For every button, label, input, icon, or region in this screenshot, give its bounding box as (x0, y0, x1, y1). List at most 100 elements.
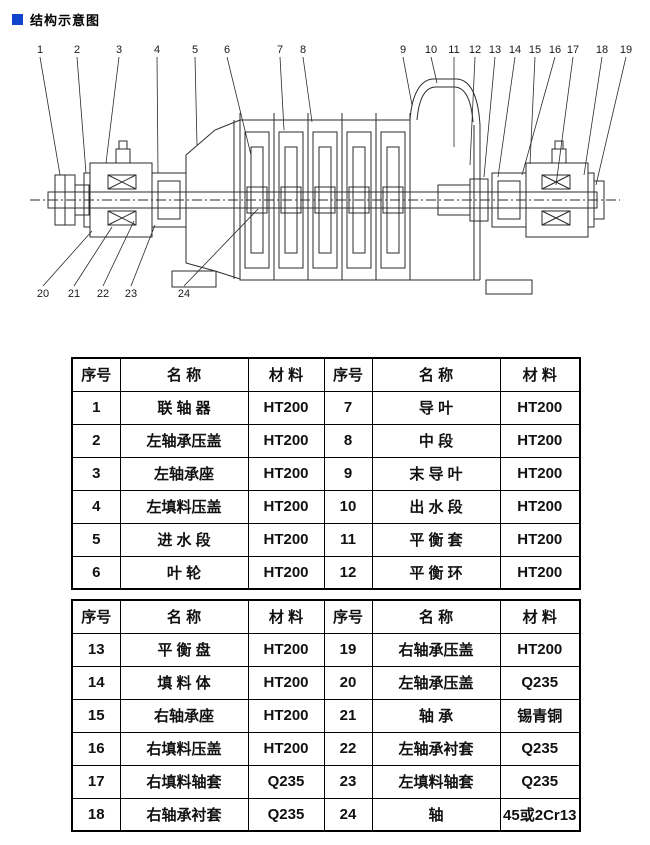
column-header: 序号 (323, 599, 373, 634)
part-number-label: 4 (154, 44, 160, 56)
part-name: 左轴承压盖 (371, 665, 501, 700)
part-number: 7 (323, 390, 373, 425)
part-number-label: 6 (224, 44, 230, 56)
material: HT200 (247, 522, 325, 557)
pump-diagram-svg: 1 2 3 4 5 6 7 8 9 10 11 12 13 14 15 16 1… (30, 44, 632, 300)
part-number-label: 8 (300, 44, 306, 56)
part-number: 4 (71, 489, 121, 524)
part-number-label: 21 (68, 288, 80, 300)
material: Q235 (247, 764, 325, 799)
part-name: 轴 承 (371, 698, 501, 733)
left-bearing-housing (83, 140, 153, 238)
part-number-label: 22 (97, 288, 109, 300)
pump-cross-section-diagram: 1 2 3 4 5 6 7 8 9 10 11 12 13 14 15 16 1… (0, 35, 650, 307)
column-header: 材 料 (247, 599, 325, 634)
column-header: 名 称 (371, 599, 501, 634)
part-name: 右填料轴套 (119, 764, 249, 799)
part-name: 填 料 体 (119, 665, 249, 700)
header-row: 序号名 称材 料序号名 称材 料 (71, 599, 581, 634)
material: 45或2Cr13 (499, 797, 581, 832)
part-name: 叶 轮 (119, 555, 249, 590)
part-name: 左轴承压盖 (119, 423, 249, 458)
column-header: 名 称 (119, 599, 249, 634)
part-number: 14 (71, 665, 121, 700)
part-number-label: 1 (37, 44, 43, 56)
material: HT200 (499, 390, 581, 425)
part-number-label: 16 (549, 44, 561, 56)
leader-lines (39, 56, 627, 287)
part-number-label: 13 (489, 44, 501, 56)
part-number-label: 5 (192, 44, 198, 56)
shaft (47, 191, 598, 209)
part-number: 3 (71, 456, 121, 491)
stage-modules (239, 113, 411, 281)
part-name: 左填料轴套 (371, 764, 501, 799)
part-name: 进 水 段 (119, 522, 249, 557)
column-header: 名 称 (119, 357, 249, 392)
part-number: 19 (323, 632, 373, 667)
part-number-label: 11 (448, 44, 459, 56)
part-number: 16 (71, 731, 121, 766)
part-number-label: 9 (400, 44, 406, 56)
part-number-label: 14 (509, 44, 521, 56)
material: Q235 (499, 665, 581, 700)
material: Q235 (247, 797, 325, 832)
part-name: 左轴承座 (119, 456, 249, 491)
part-number: 23 (323, 764, 373, 799)
part-name: 联 轴 器 (119, 390, 249, 425)
part-number: 6 (71, 555, 121, 590)
column-header: 材 料 (499, 357, 581, 392)
part-name: 平 衡 盘 (119, 632, 249, 667)
part-number-label: 20 (37, 288, 49, 300)
header-row: 序号名 称材 料序号名 称材 料 (71, 357, 581, 392)
part-name: 出 水 段 (371, 489, 501, 524)
material: HT200 (499, 522, 581, 557)
part-number-label: 7 (277, 44, 283, 56)
column-header: 序号 (323, 357, 373, 392)
suction-casing (171, 119, 241, 288)
part-name: 左填料压盖 (119, 489, 249, 524)
part-number: 20 (323, 665, 373, 700)
part-number: 15 (71, 698, 121, 733)
column-header: 材 料 (247, 357, 325, 392)
material: HT200 (247, 665, 325, 700)
part-name: 右轴承压盖 (371, 632, 501, 667)
part-name: 平 衡 套 (371, 522, 501, 557)
material: Q235 (499, 764, 581, 799)
balance-device (437, 178, 489, 222)
right-bearing-housing (525, 140, 605, 238)
part-number: 11 (323, 522, 373, 557)
material: HT200 (247, 456, 325, 491)
part-number-label: 12 (469, 44, 481, 56)
part-name: 左轴承衬套 (371, 731, 501, 766)
material: HT200 (247, 423, 325, 458)
part-name: 中 段 (371, 423, 501, 458)
part-number: 8 (323, 423, 373, 458)
part-name: 轴 (371, 797, 501, 832)
title-bullet-icon (12, 14, 23, 25)
material: HT200 (247, 731, 325, 766)
part-number: 13 (71, 632, 121, 667)
part-number: 1 (71, 390, 121, 425)
material: HT200 (247, 698, 325, 733)
column-header: 序号 (71, 599, 121, 634)
material: Q235 (499, 731, 581, 766)
part-number-label: 2 (74, 44, 80, 56)
section-title: 结构示意图 (0, 0, 650, 29)
material: HT200 (499, 555, 581, 590)
part-number: 17 (71, 764, 121, 799)
